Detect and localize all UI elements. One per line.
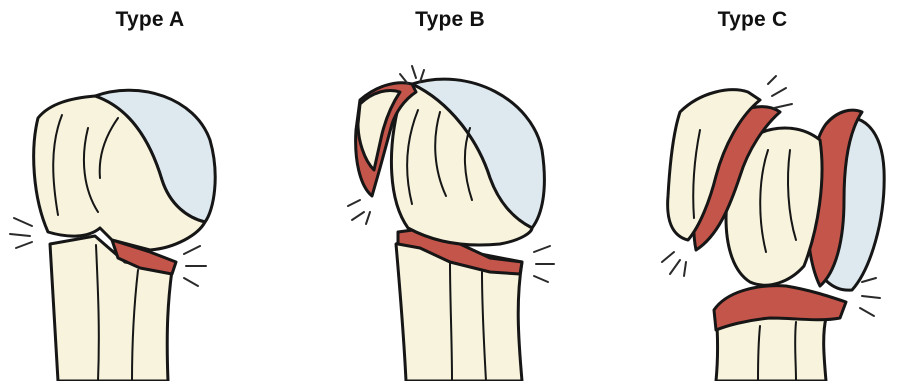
type-b-panel: Type B xyxy=(300,0,600,381)
type-c-illustration xyxy=(600,0,905,381)
type-b-illustration xyxy=(300,0,600,381)
type-a-illustration xyxy=(0,0,300,381)
type-a-panel: Type A xyxy=(0,0,300,381)
type-c-panel: Type C xyxy=(600,0,905,381)
